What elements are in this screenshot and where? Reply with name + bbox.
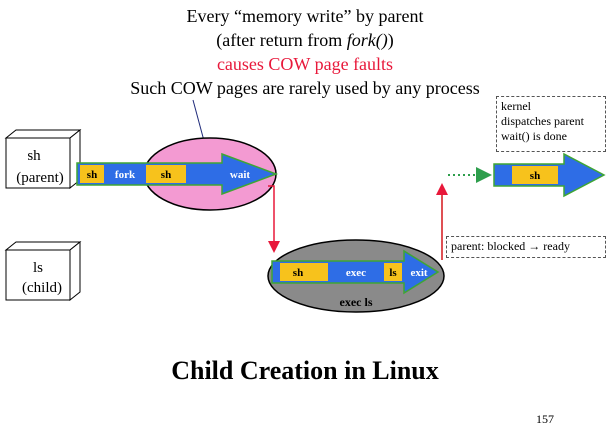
- child-box-role: (child): [22, 280, 62, 296]
- parent-state-note: parent: blocked → ready: [446, 236, 606, 258]
- parent-seg-wait: wait: [230, 169, 251, 181]
- parent-timeline-arrow: sh fork sh wait: [76, 152, 279, 196]
- caption-line-2-suffix: ): [387, 30, 394, 50]
- parent-box-role: (parent): [16, 170, 63, 186]
- page-number: 157: [536, 412, 554, 426]
- child-seg-ls-box: [384, 263, 402, 281]
- child-seg-ls: ls: [389, 267, 397, 279]
- kernel-note-line-2: dispatches parent: [501, 114, 584, 128]
- kernel-note: kernel dispatches parent wait() is done: [496, 96, 606, 152]
- kernel-note-line-1: kernel: [501, 99, 531, 113]
- caption-line-2: (after return from fork()): [0, 30, 610, 51]
- caption-line-3: causes COW page faults: [216, 54, 394, 74]
- resumed-seg-sh-box: [512, 166, 558, 184]
- parent-seg-fork: fork: [115, 169, 136, 181]
- slide-title: Child Creation in Linux: [171, 356, 439, 385]
- child-seg-exit: exit: [410, 267, 427, 279]
- parent-process-box: sh (parent): [4, 128, 82, 190]
- parent-box-name: sh: [27, 148, 41, 164]
- parent-seg-sh2-box: [146, 165, 186, 183]
- child-seg-sh-box: [280, 263, 328, 281]
- caption-line-2-prefix: (after return from: [216, 30, 347, 50]
- child-box-name: ls: [33, 260, 43, 276]
- parent-seg-sh: sh: [87, 169, 97, 181]
- caption-line-2-fork: fork(): [346, 30, 388, 50]
- caption-line-1: Every “memory write” by parent: [186, 6, 424, 26]
- resumed-timeline-arrow: sh: [493, 152, 606, 198]
- caption-line-4: Such COW pages are rarely used by any pr…: [130, 78, 480, 98]
- parent-seg-sh2: sh: [161, 169, 171, 181]
- kernel-note-line-3: wait() is done: [501, 129, 567, 143]
- child-process-box: ls (child): [4, 240, 82, 302]
- parent-seg-sh-box: [80, 165, 104, 183]
- fork-to-child-arrow: [268, 185, 280, 253]
- child-timeline-arrow: sh exec ls exit: [271, 249, 440, 295]
- resumed-seg-sh: sh: [530, 170, 540, 182]
- child-seg-exec: exec: [346, 267, 366, 279]
- child-seg-sh: sh: [293, 267, 303, 279]
- exec-oval-label: exec ls: [340, 295, 373, 309]
